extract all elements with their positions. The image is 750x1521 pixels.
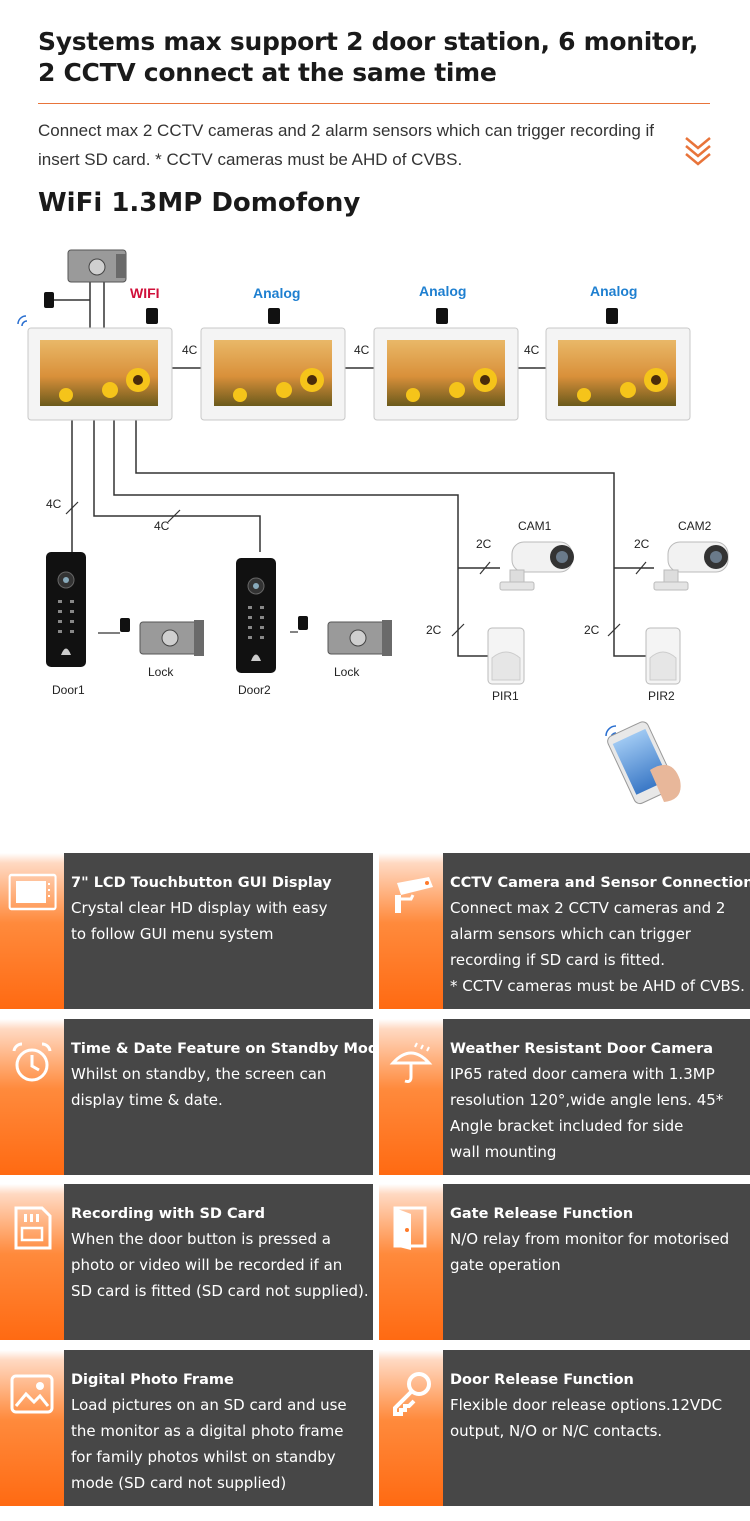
wifi-signal-icon (17, 315, 28, 327)
cable-label: 4C (182, 343, 198, 357)
power-adapter-icon (44, 292, 618, 632)
pir-sensor-2 (645, 627, 681, 685)
card-icon-panel (379, 1019, 443, 1175)
feature-description: Whilst on standby, the screen can displa… (71, 1065, 327, 1109)
feature-card-photo-frame: Digital Photo Frame Load pictures on an … (0, 1350, 373, 1506)
feature-description: Crystal clear HD display with easy to fo… (71, 899, 328, 943)
alarm-clock-icon (12, 1042, 52, 1082)
card-body (64, 1350, 373, 1506)
card-icon-panel (379, 1184, 443, 1340)
cable-label: 2C (476, 537, 492, 551)
feature-card-gate-release: Gate Release Function N/O relay from mon… (379, 1184, 750, 1340)
page-title: Systems max support 2 door station, 6 mo… (38, 27, 699, 87)
feature-description: Connect max 2 CCTV cameras and 2 alarm s… (450, 899, 745, 995)
feature-title: Door Release Function (450, 1372, 634, 1388)
feature-title: Digital Photo Frame (71, 1372, 234, 1388)
cable-markers (65, 501, 647, 637)
device-label: CAM1 (518, 519, 552, 533)
card-body (64, 1184, 373, 1340)
feature-description: N/O relay from monitor for motorised gat… (450, 1230, 730, 1274)
gate-door-icon (393, 1206, 427, 1250)
cctv-camera-2 (653, 541, 729, 591)
photo-frame-icon (10, 1374, 54, 1414)
door-station-1 (46, 552, 86, 667)
card-icon-panel (0, 1019, 64, 1175)
feature-card-time-date: Time & Date Feature on Standby Mode Whil… (0, 1019, 373, 1175)
feature-title: Recording with SD Card (71, 1206, 265, 1222)
cable-label: 2C (634, 537, 650, 551)
monitor-label: WIFI (130, 285, 160, 301)
monitor-analog (545, 327, 691, 421)
lock-device-2 (327, 620, 392, 656)
device-label: CAM2 (678, 519, 712, 533)
feature-description: When the door button is pressed a photo … (71, 1230, 369, 1300)
door-station-2 (236, 558, 276, 673)
feature-card-door-release: Door Release Function Flexible door rele… (379, 1350, 750, 1506)
feature-card-display: 7" LCD Touchbutton GUI Display Crystal c… (0, 853, 373, 1009)
device-label: Lock (148, 665, 174, 679)
product-subtitle: WiFi 1.3MP Domofony (38, 188, 361, 218)
feature-title: Time & Date Feature on Standby Mode (71, 1041, 373, 1057)
monitor-label: Analog (253, 285, 300, 301)
key-icon (393, 1372, 431, 1416)
monitor-wifi (27, 327, 173, 421)
monitor-analog (373, 327, 519, 421)
device-label: PIR1 (492, 689, 519, 703)
device-label: PIR2 (648, 689, 675, 703)
card-body (64, 1019, 373, 1175)
umbrella-rain-icon (389, 1042, 433, 1083)
cctv-camera-icon (395, 877, 433, 913)
intro-text: Connect max 2 CCTV cameras and 2 alarm s… (38, 121, 655, 169)
smartphone-app (605, 721, 681, 805)
card-body (443, 1350, 750, 1506)
card-body (443, 1184, 750, 1340)
device-label: Door1 (52, 683, 85, 697)
monitor-analog (200, 327, 346, 421)
cable-label: 4C (154, 519, 170, 533)
feature-title: Weather Resistant Door Camera (450, 1041, 714, 1057)
feature-card-cctv: CCTV Camera and Sensor Connection Connec… (379, 853, 750, 1009)
card-body (443, 853, 750, 1009)
chevron-down-icon (685, 137, 711, 166)
cctv-camera-1 (499, 541, 574, 591)
monitor-label: Analog (419, 283, 466, 299)
monitor-icon (8, 873, 57, 911)
card-body (443, 1019, 750, 1175)
card-icon-panel (0, 1184, 64, 1340)
feature-title: Gate Release Function (450, 1206, 634, 1222)
card-body (64, 853, 373, 1009)
feature-description: IP65 rated door camera with 1.3MP resolu… (450, 1065, 724, 1161)
cable-label: 4C (354, 343, 370, 357)
monitor-label: Analog (590, 283, 637, 299)
wiring-lines (44, 282, 654, 657)
cable-label: 4C (46, 497, 62, 511)
divider (38, 103, 710, 104)
device-label: Lock (334, 665, 360, 679)
cable-label: 2C (584, 623, 600, 637)
wiring-diagram: WIFI Analog Analog Analog 4C 4C 4C 4C 4C… (17, 249, 729, 805)
lock-device-1 (139, 620, 204, 656)
pir-sensor-1 (487, 627, 525, 685)
feature-card-sd-recording: Recording with SD Card When the door but… (0, 1184, 373, 1340)
lock-device-top (67, 249, 127, 283)
feature-description: Flexible door release options.12VDC outp… (450, 1396, 723, 1440)
cable-label: 4C (524, 343, 540, 357)
card-icon-panel (379, 853, 443, 1009)
feature-title: 7" LCD Touchbutton GUI Display (71, 875, 332, 891)
feature-card-weather: Weather Resistant Door Camera IP65 rated… (379, 1019, 750, 1175)
feature-title: CCTV Camera and Sensor Connection (450, 875, 750, 891)
device-label: Door2 (238, 683, 271, 697)
feature-description: Load pictures on an SD card and use the … (71, 1396, 347, 1492)
card-icon-panel (0, 853, 64, 1009)
cable-label: 2C (426, 623, 442, 637)
sd-card-icon (14, 1206, 52, 1250)
